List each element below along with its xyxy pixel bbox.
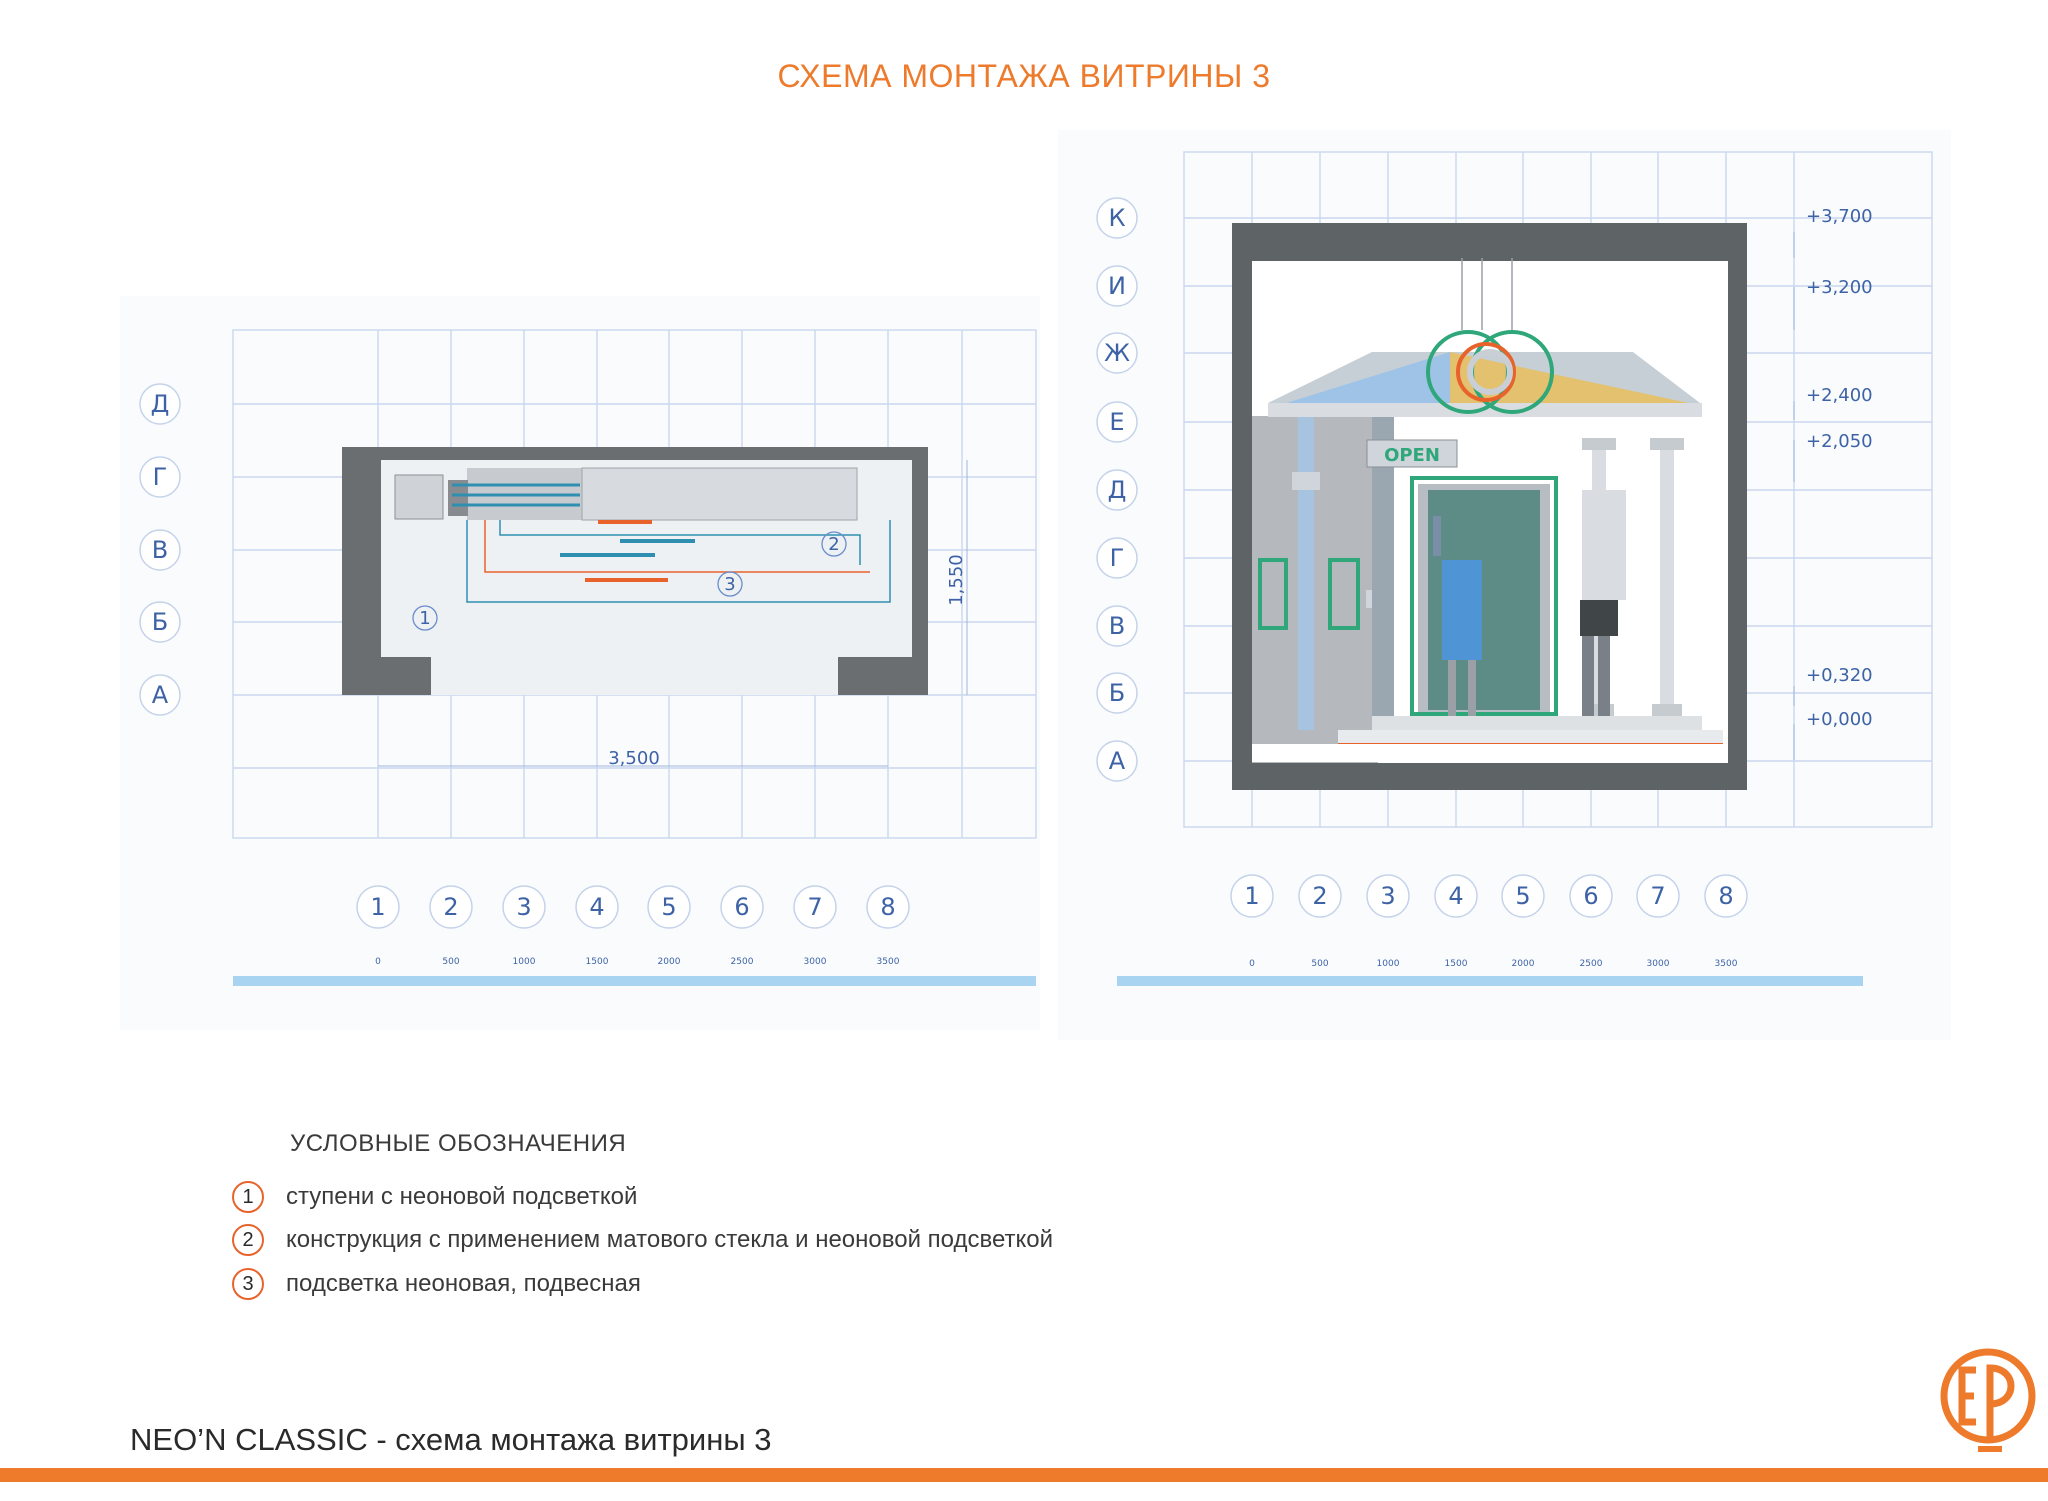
plan-marker-3-icon xyxy=(717,571,743,597)
plan-scale-label: 3500 xyxy=(877,957,900,967)
plan-view: 1 2 3 3,500 1,550 Д Г В Б А 1 2 3 4 5 6 … xyxy=(120,296,1040,1030)
open-sign xyxy=(1366,439,1458,468)
level-label: +3,700 xyxy=(1806,206,1873,227)
plan-row-axes: Д Г В Б А xyxy=(139,383,181,716)
footer-title: NEO’N CLASSIC - схема монтажа витрины 3 xyxy=(130,1422,772,1457)
elevation-row-label: Б xyxy=(1109,679,1125,707)
level-label: +2,400 xyxy=(1806,385,1873,406)
elevation-col-label: 3 xyxy=(1380,882,1395,910)
neon-steps xyxy=(1252,716,1728,762)
plan-row-label: А xyxy=(152,681,169,709)
legend-number: 3 xyxy=(232,1268,264,1300)
legend-text: подсветка неоновая, подвесная xyxy=(286,1270,641,1297)
elevation-row-label: Г xyxy=(1110,544,1125,572)
plan-scale-label: 1000 xyxy=(513,957,536,967)
plan-scale-label: 2500 xyxy=(731,957,754,967)
plan-col-label: 6 xyxy=(734,893,749,921)
elevation-view: OPEN +3,700 +3,200 +2,400 +2,050 +0,320 … xyxy=(1058,130,1951,1040)
elevation-row-label: К xyxy=(1108,204,1125,232)
elevation-row-label: А xyxy=(1109,747,1126,775)
legend-item: 3 подсветка неоновая, подвесная xyxy=(232,1266,641,1302)
elevation-row-axes: К И Ж Е Д Г В Б А xyxy=(1096,197,1138,782)
elevation-row-label: И xyxy=(1108,272,1126,300)
elevation-scale-label: 2500 xyxy=(1580,959,1603,969)
elevation-col-label: 2 xyxy=(1312,882,1327,910)
plan-col-label: 4 xyxy=(589,893,604,921)
neon-frame-left xyxy=(1258,558,1288,630)
plan-marker-1: 1 xyxy=(419,608,430,629)
plan-row-label: Д xyxy=(151,390,170,418)
elevation-scale-label: 2000 xyxy=(1512,959,1535,969)
mannequin-dress xyxy=(1433,516,1482,722)
legend-text: ступени с неоновой подсветкой xyxy=(286,1183,638,1210)
neon-frame-mid xyxy=(1328,558,1360,630)
plan-scale-label: 2000 xyxy=(658,957,681,967)
plan-marker-2: 2 xyxy=(828,534,839,555)
open-sign-text: OPEN xyxy=(1384,445,1440,466)
elevation-col-label: 7 xyxy=(1650,882,1665,910)
page-title: СХЕМА МОНТАЖА ВИТРИНЫ 3 xyxy=(777,58,1271,94)
legend-item: 2 конструкция с применением матового сте… xyxy=(232,1222,1053,1258)
plan-col-label: 3 xyxy=(516,893,531,921)
plan-marker-2-icon xyxy=(821,531,847,557)
elevation-scale-label: 3500 xyxy=(1715,959,1738,969)
plan-col-label: 1 xyxy=(370,893,385,921)
elevation-scale-label: 1000 xyxy=(1377,959,1400,969)
level-label: +2,050 xyxy=(1806,431,1873,452)
plan-scale-ruler: 0 500 1000 1500 2000 2500 3000 3500 xyxy=(233,957,1036,986)
plan-column-axes: 1 2 3 4 5 6 7 8 xyxy=(356,885,910,929)
elevation-scale-label: 500 xyxy=(1311,959,1328,969)
elevation-col-label: 8 xyxy=(1718,882,1733,910)
legend-item: 1 ступени с неоновой подсветкой xyxy=(232,1179,637,1215)
plan-col-label: 2 xyxy=(443,893,458,921)
elevation-col-label: 4 xyxy=(1448,882,1463,910)
plan-col-label: 8 xyxy=(880,893,895,921)
plan-row-label: В xyxy=(152,536,168,564)
neon-rings xyxy=(1426,258,1554,414)
plan-depth-dimension: 1,550 xyxy=(946,554,967,606)
plan-structures: 1 2 3 xyxy=(394,467,891,631)
elevation-scale-ruler: 0 500 1000 1500 2000 2500 3000 3500 xyxy=(1117,959,1863,986)
legend-number: 1 xyxy=(232,1181,264,1213)
door-structure xyxy=(1410,476,1558,716)
legend-text: конструкция с применением матового стекл… xyxy=(286,1226,1054,1253)
elevation-col-label: 5 xyxy=(1515,882,1530,910)
elevation-col-label: 6 xyxy=(1583,882,1598,910)
plan-row-label: Г xyxy=(153,463,168,491)
legend-number: 2 xyxy=(232,1224,264,1256)
plan-row-label: Б xyxy=(152,608,168,636)
level-label: +0,000 xyxy=(1806,709,1873,730)
elevation-scale-label: 0 xyxy=(1249,959,1255,969)
elevation-scale-label: 1500 xyxy=(1445,959,1468,969)
elevation-scale-label: 3000 xyxy=(1647,959,1670,969)
level-label: +0,320 xyxy=(1806,665,1873,686)
elevation-row-label: В xyxy=(1109,612,1125,640)
level-markers: +3,700 +3,200 +2,400 +2,050 +0,320 +0,00… xyxy=(1793,206,1873,760)
elevation-row-label: Е xyxy=(1109,408,1124,436)
plan-scale-label: 3000 xyxy=(804,957,827,967)
level-label: +3,200 xyxy=(1806,277,1873,298)
elevation-row-label: Д xyxy=(1108,476,1127,504)
elevation-row-label: Ж xyxy=(1104,339,1130,367)
plan-marker-3: 3 xyxy=(724,574,735,595)
plan-width-dimension: 3,500 xyxy=(608,748,660,769)
plan-scale-label: 1500 xyxy=(586,957,609,967)
brand-logo xyxy=(1940,1348,2036,1452)
plan-marker-1-icon xyxy=(412,605,438,631)
plan-col-label: 5 xyxy=(661,893,676,921)
legend-title: УСЛОВНЫЕ ОБОЗНАЧЕНИЯ xyxy=(290,1130,627,1157)
mannequin-shirt xyxy=(1580,490,1626,716)
plan-col-label: 7 xyxy=(807,893,822,921)
elevation-column-axes: 1 2 3 4 5 6 7 8 xyxy=(1230,874,1748,918)
elevation-col-label: 1 xyxy=(1244,882,1259,910)
plan-scale-label: 0 xyxy=(375,957,381,967)
plan-scale-label: 500 xyxy=(442,957,459,967)
footer-bar xyxy=(0,1468,2048,1482)
